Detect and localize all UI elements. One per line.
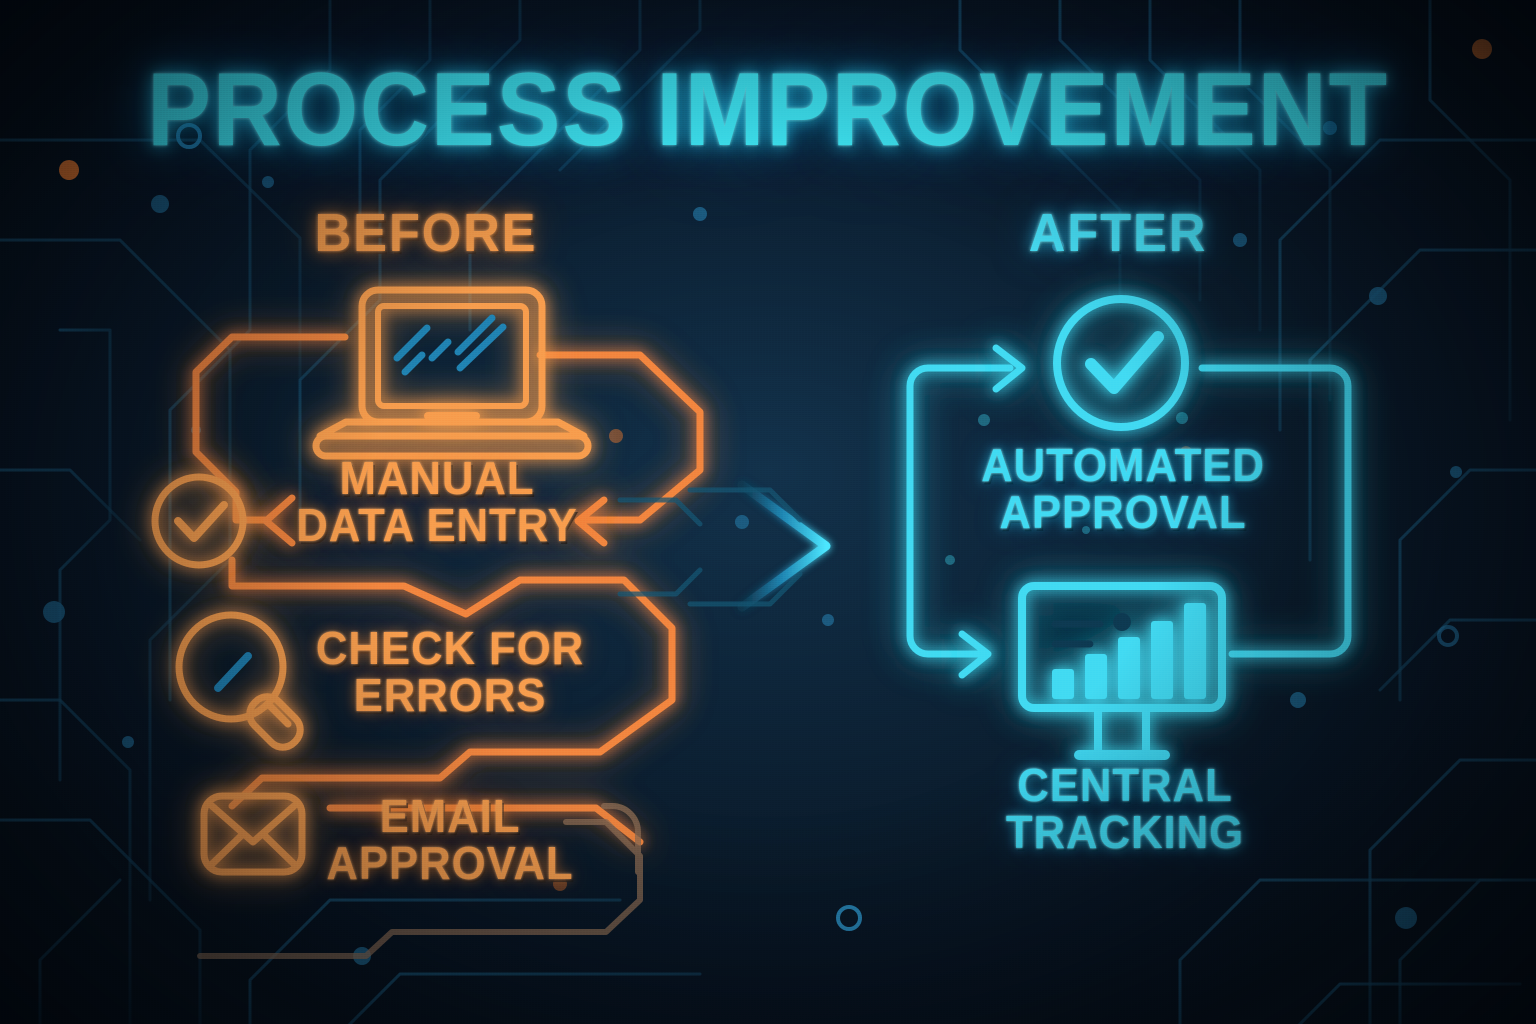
monitor-chart-detail-dot [1113,613,1131,631]
check-circle-icon-after [1053,295,1189,431]
before-arrowheads [262,494,608,547]
check-circle-icon-before [151,473,247,569]
after-arrowheads [958,344,1026,679]
laptop-screen-reflection-icon [393,314,507,376]
magnifier-icon [175,611,304,751]
chevron-right-arrow-icon [617,480,831,612]
envelope-icon [200,792,306,876]
magnifier-highlight-icon [214,652,252,692]
monitor-chart-icon [1018,582,1226,760]
monitor-chart-detail-lines [1051,620,1104,648]
after-connector-paths [906,364,1352,658]
laptop-icon [312,286,592,460]
